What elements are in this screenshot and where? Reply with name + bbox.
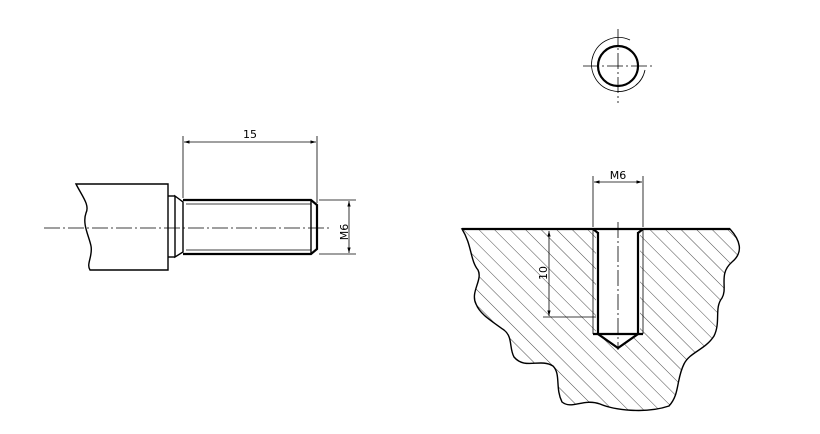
base-block	[74, 183, 169, 271]
threaded-shaft	[183, 198, 319, 256]
bolt-view: 15 M6	[44, 128, 356, 271]
minor-diameter-arc	[591, 37, 646, 92]
hole-top-chamfer	[592, 228, 644, 234]
depth-dimension-label: 10	[537, 266, 550, 280]
diameter-dimension-label: M6	[338, 224, 351, 241]
length-dimension-label: 15	[243, 128, 257, 141]
hole-diameter-dimension-label: M6	[610, 169, 627, 182]
thread-end-view	[583, 29, 653, 103]
tapped-hole-section: M6 10	[460, 169, 740, 412]
undercut-chamfer	[174, 194, 184, 259]
